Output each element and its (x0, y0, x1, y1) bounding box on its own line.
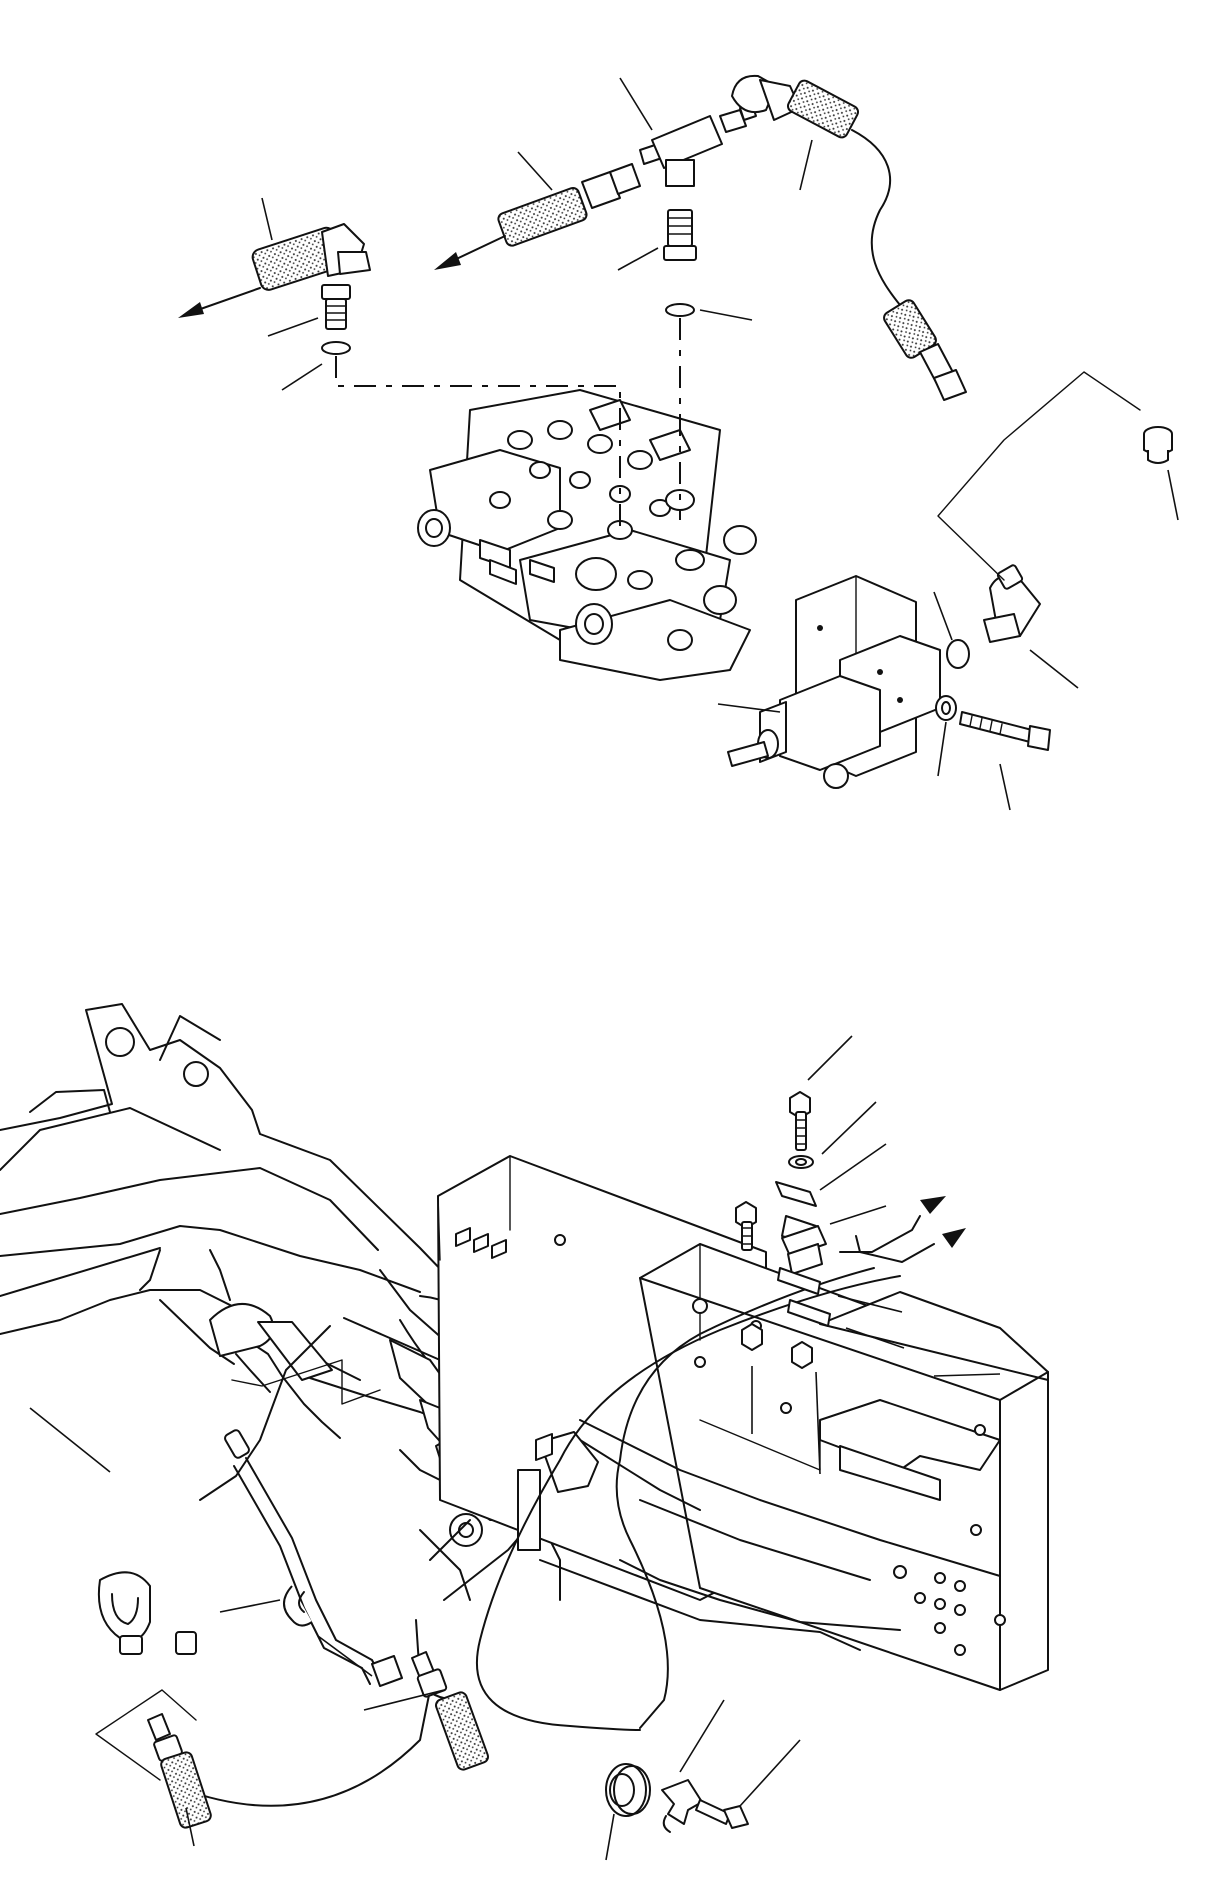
lower-left-hose (147, 1713, 212, 1829)
lower-assembly (0, 1003, 1049, 1861)
left-elbow-hose-fitting (178, 223, 371, 318)
solenoid-valve-bracket (727, 575, 941, 789)
grommet (605, 1763, 651, 1817)
tee-fitting (639, 103, 757, 187)
control-valve-block (417, 389, 757, 681)
clip-bolt (695, 1799, 749, 1829)
center-straight-hose (434, 163, 641, 270)
flow-arrow-lower (855, 1228, 966, 1263)
pipe-tube-assembly (224, 1429, 403, 1687)
solenoid-washer-inner (941, 701, 951, 715)
loop-tube (97, 1571, 197, 1655)
solenoid-mounting-bolt (959, 711, 1051, 751)
hose-group-bracket (95, 1689, 197, 1781)
chassis-frame (437, 1155, 1049, 1691)
left-adapter-nipple (321, 284, 351, 330)
solenoid-elbow-fitting (983, 564, 1041, 643)
upper-assembly (178, 74, 1179, 811)
center-o-ring (665, 303, 695, 317)
flow-arrow-upper (839, 1196, 946, 1253)
lower-mid-hose (411, 1651, 489, 1771)
hose-clip (661, 1779, 703, 1833)
tube-group-bracket (231, 1359, 381, 1405)
callout-group-bracket (937, 371, 1141, 581)
short-bolt (735, 1201, 763, 1351)
left-port-dashline (335, 356, 621, 530)
lower-leader-lines (29, 1035, 1001, 1861)
upper-leader-lines (261, 77, 1179, 811)
left-o-ring (321, 341, 351, 355)
solenoid-o-ring (946, 639, 970, 669)
center-adapter-nipple (663, 209, 697, 261)
upper-elbow-hose (731, 74, 967, 401)
clamp-stack (775, 1091, 831, 1369)
plug (1143, 426, 1173, 464)
pipe-clamp (283, 1585, 313, 1627)
